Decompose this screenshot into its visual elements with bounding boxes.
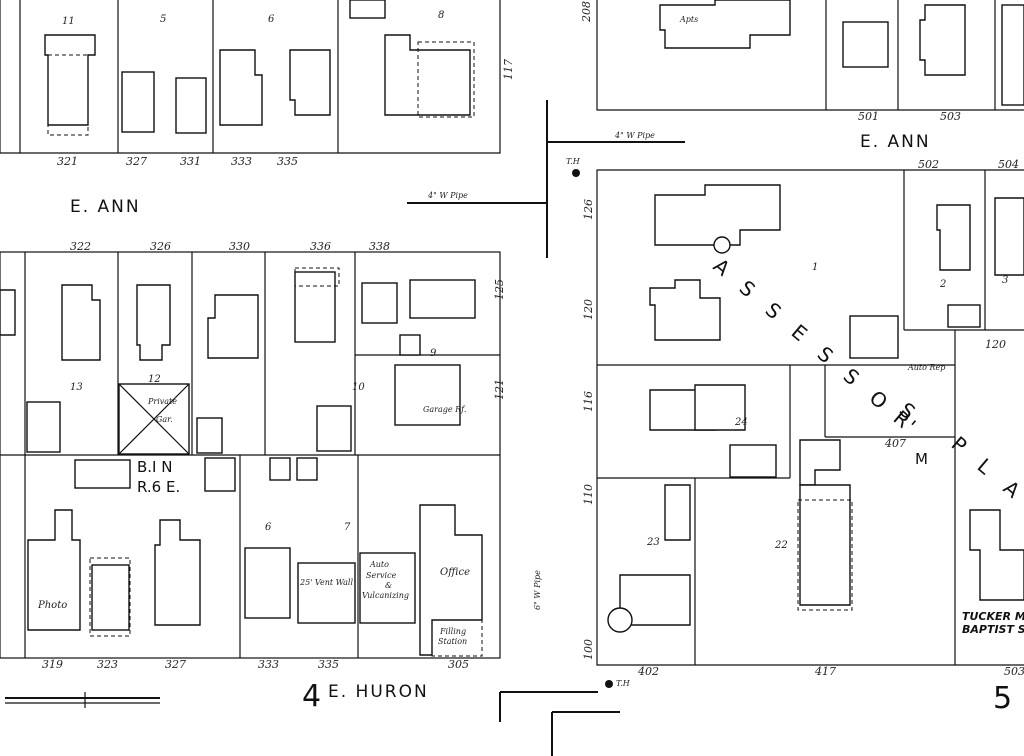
lot-number: 24 [734,417,748,428]
pipe-label: 6" W Pipe [533,570,542,610]
private-garage-label: Gar. [156,415,173,424]
block-mid-left: Private Gar. Garage Rf. 13 12 9 10 322 3… [0,59,515,671]
house-number: 504 [998,158,1019,171]
hydrant-label: T.H [616,679,631,688]
house-number: 335 [277,155,298,168]
house-number: 323 [97,658,118,671]
house-number: 330 [229,240,250,253]
house-number: 327 [165,658,186,671]
lot-number: 22 [774,540,788,551]
street-label-e-huron: E. HURON [328,682,429,702]
lot-number: 1 [812,262,818,273]
svg-text:E: E [787,319,812,346]
block-top-left: 11 5 6 8 321 327 331 333 335 [0,0,501,168]
house-number: 208 [580,1,593,23]
building-label: Photo [37,600,67,611]
house-number: 501 [858,110,879,123]
building-label: Station [438,637,467,646]
house-number: 338 [369,240,390,253]
house-number: 321 [57,155,78,168]
house-number: 100 [582,639,595,660]
house-number: 503 [1004,665,1024,678]
pipe-label: 4" W Pipe [427,191,468,200]
sheet-number-5: 5 [993,681,1012,716]
house-number: 116 [582,391,595,412]
house-number: 120 [985,338,1006,351]
building-label-tucker: BAPTIST ST [962,623,1024,636]
house-number: 333 [231,155,252,168]
building-label: Garage Rf. [423,405,466,414]
lot-number: 7 [344,522,351,533]
svg-text:S: S [761,297,786,324]
house-number: 125 [493,279,506,300]
street-label-e-ann-west: E. ANN [70,197,141,217]
building-label: 25' Vent Wall [299,578,353,587]
house-number: 417 [814,665,836,678]
building-label: Office [440,567,470,578]
lot-number: 8 [438,10,444,21]
house-number: 319 [42,658,63,671]
svg-text:L: L [973,453,998,479]
pipe-lines: 4" W Pipe 4" W Pipe 6" W Pipe T.H T.H [407,100,685,756]
private-garage: Private Gar. [118,383,190,455]
lot-number: 6 [265,522,272,533]
lot-number: 3 [1002,275,1008,286]
house-number: 331 [180,155,201,168]
building-label: Auto Rep [907,363,945,372]
svg-text:P: P [947,431,972,457]
building-label: Vulcanizing [362,591,409,600]
svg-text:A: A [999,475,1024,502]
building-label: Filling [439,627,466,636]
hydrant-label: T.H [566,157,581,166]
svg-text:A: A [709,253,735,280]
house-number: 322 [70,240,91,253]
svg-text:S: S [813,341,838,368]
house-number: 110 [582,484,595,505]
block-label: B.I N [137,458,172,476]
block-top-right: Apts 501 503 208 [580,0,1024,123]
lot-number: 9 [430,348,437,359]
building-label-tucker: TUCKER ME [962,610,1024,623]
house-number: 503 [940,110,961,123]
building-label: Service [366,571,397,580]
lot-number: 10 [352,382,365,393]
building-label: & [385,581,392,590]
lot-number: 11 [62,16,75,27]
house-number: 402 [637,665,659,678]
svg-text:S: S [735,275,760,302]
building-label: Apts [679,15,698,24]
scale-bar [5,692,160,708]
private-garage-label: Private [147,397,177,406]
lot-number: 12 [148,374,161,385]
building-label: Auto [369,560,389,569]
svg-text:S: S [839,363,864,390]
house-number: 121 [493,379,506,400]
m-label: M [915,450,928,468]
hydrant-icon [605,680,613,688]
house-number: 502 [918,158,939,171]
house-number: 336 [310,240,331,253]
lot-number: 23 [646,537,660,548]
house-number: 126 [582,199,595,220]
block-right: TUCKER ME BAPTIST ST Auto Rep M 1 24 22 … [582,158,1024,678]
house-number: 335 [318,658,339,671]
svg-text:O: O [865,385,892,414]
pipe-label: 4" W Pipe [614,131,655,140]
lot-number: 2 [939,279,946,290]
lot-number: 6 [268,14,275,25]
sheet-number-4: 4 [302,679,321,714]
house-number: 326 [150,240,171,253]
house-number: 120 [582,299,595,320]
lot-number: 5 [160,14,166,25]
house-number: 117 [502,59,515,80]
block-label: R.6 E. [137,478,180,496]
house-number: 305 [448,658,469,671]
house-number: 333 [258,658,279,671]
house-number: 407 [884,437,906,450]
house-number: 327 [126,155,147,168]
street-label-e-ann-east: E. ANN [860,132,931,152]
hydrant-icon [572,169,580,177]
lot-number: 13 [70,382,83,393]
